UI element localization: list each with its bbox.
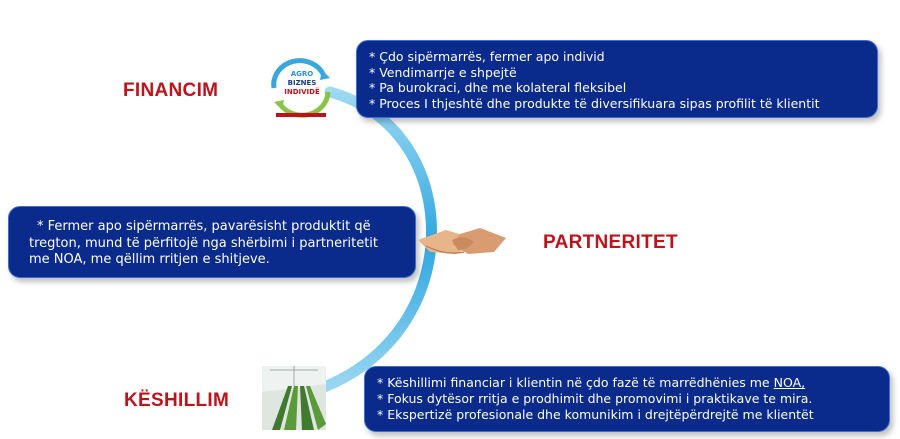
noa-link[interactable]: NOA,	[773, 375, 806, 390]
keshillim-bullet-text: * Këshillimi financiar i klientin në çdo…	[377, 375, 774, 390]
partneritet-info-box: * Fermer apo sipërmarrës, pavarësisht pr…	[8, 206, 416, 278]
handshake-icon	[418, 228, 506, 254]
keshillim-label: KËSHILLIM	[124, 390, 230, 411]
financim-bullet: * Vendimarrje e shpejtë	[369, 64, 517, 80]
financim-bullet: * Pa burokraci, dhe me kolateral fleksib…	[369, 80, 627, 95]
logo-word-individe: INDIVIDË	[284, 88, 320, 96]
agro-biznes-logo-icon	[271, 58, 331, 118]
partneritet-line: tregton, mund të përfitojë nga shërbimi …	[29, 235, 379, 251]
logo-word-agro: AGRO	[290, 70, 314, 78]
financim-label: FINANCIM	[123, 80, 219, 101]
handshake-image	[416, 210, 508, 272]
partneritet-line: * Fermer apo sipërmarrës, pavarësisht pr…	[37, 219, 371, 234]
keshillim-info-box: * Këshillimi financiar i klientin në çdo…	[364, 366, 890, 432]
greenhouse-image	[262, 366, 326, 430]
keshillim-bullet: * Këshillimi financiar i klientin në çdo…	[377, 375, 877, 391]
keshillim-bullet: * Fokus dytësor rritja e prodhimit dhe p…	[377, 391, 813, 406]
agro-biznes-logo: AGRO BIZNES INDIVIDË	[266, 56, 336, 120]
logo-word-biznes: BIZNES	[287, 79, 317, 87]
greenhouse-icon	[262, 366, 326, 430]
financim-info-box: * Çdo sipërmarrës, fermer apo individ * …	[356, 40, 878, 118]
partneritet-line: me NOA, me qëllim rritjen e shitjeve.	[29, 252, 270, 267]
keshillim-bullet: * Ekspertizë profesionale dhe komunikim …	[377, 407, 814, 422]
financim-bullet: * Çdo sipërmarrës, fermer apo individ	[369, 49, 605, 64]
partneritet-label: PARTNERITET	[543, 232, 678, 253]
financim-bullet: * Proces I thjeshtë dhe produkte të dive…	[369, 95, 820, 111]
